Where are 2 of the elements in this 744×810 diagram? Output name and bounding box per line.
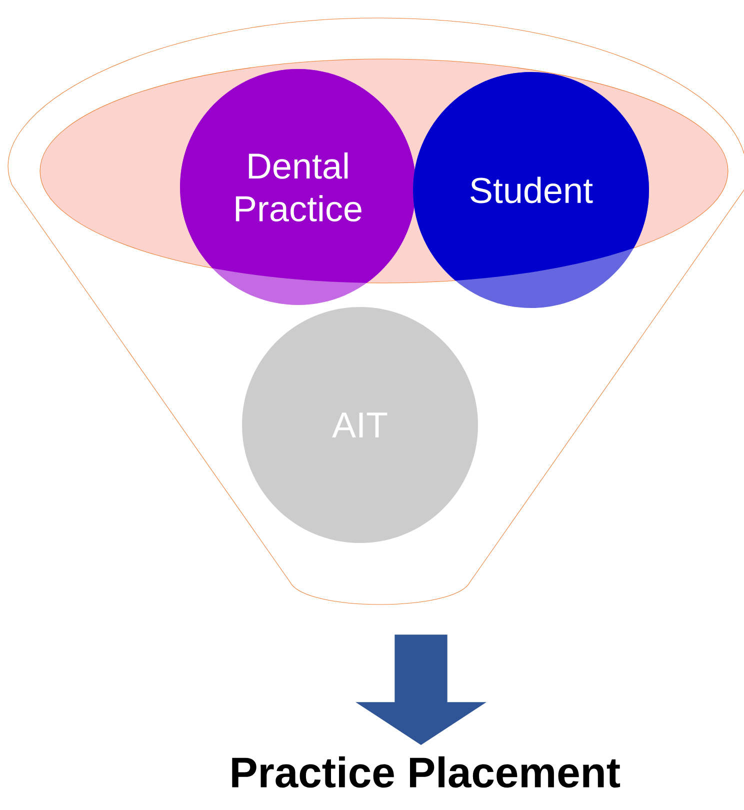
title-text: Practice Placement — [232, 756, 620, 788]
block-arrow — [356, 634, 486, 745]
